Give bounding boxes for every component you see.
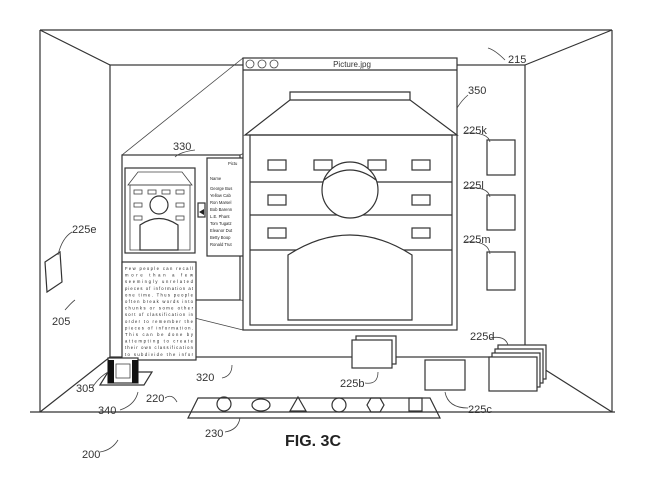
shape-tray[interactable] [187, 395, 441, 419]
text-line: often break words into [125, 299, 194, 304]
text-line: pieces of information at [125, 286, 194, 291]
label-225e: 225e [72, 224, 96, 236]
window-button-icon [257, 59, 267, 69]
item-225m[interactable] [486, 251, 516, 291]
octagon-shape [331, 397, 347, 413]
text-line: more than a few [125, 273, 194, 278]
text-line: chunks or some other [125, 306, 194, 311]
list-item[interactable]: Eleanor Dut [210, 228, 233, 233]
list-item[interactable]: Yellow Cab [210, 193, 231, 198]
hexagon-shape [366, 397, 385, 413]
window-button-icon [245, 59, 255, 69]
text-document[interactable] [121, 261, 197, 361]
label-305: 305 [76, 383, 94, 395]
list-item[interactable]: Tom Tugatz [210, 221, 232, 226]
list-item[interactable]: George Bus [210, 186, 232, 191]
window-button-icon [269, 59, 279, 69]
label-230: 230 [205, 428, 223, 440]
label-205: 205 [52, 316, 70, 328]
circle-shape [216, 396, 232, 412]
item-225k[interactable] [486, 139, 516, 176]
item-225l[interactable] [486, 194, 516, 231]
list-header: Pictu [228, 161, 238, 166]
label-340: 340 [98, 405, 116, 417]
list-item[interactable]: Bob Barenn [210, 207, 233, 212]
figure-title: FIG. 3C [285, 433, 341, 450]
text-line: pieces of information. [125, 325, 193, 330]
text-line: sort of classification in [125, 312, 194, 317]
list-item[interactable]: Ronald Trut [210, 242, 232, 247]
label-225k: 225k [463, 125, 487, 137]
label-225b: 225b [340, 378, 364, 390]
item-225b[interactable] [351, 335, 397, 369]
device-305[interactable] [98, 357, 154, 386]
triangle-shape [288, 395, 308, 412]
square-shape [408, 397, 423, 412]
label-225l: 225l [463, 180, 484, 192]
label-215: 215 [508, 54, 526, 66]
label-320: 320 [196, 372, 214, 384]
scroll-widget [197, 202, 206, 218]
label-330: 330 [173, 141, 191, 153]
room-3d-space [30, 29, 615, 413]
list-column: Name [210, 176, 222, 181]
list-item[interactable]: Ron Marsel [210, 200, 231, 205]
item-225e[interactable] [44, 250, 63, 294]
label-225c: 225c [468, 404, 492, 416]
text-line: their own classification [125, 345, 194, 350]
label-225d: 225d [470, 331, 494, 343]
ellipse-shape [251, 398, 271, 412]
label-200: 200 [82, 449, 100, 461]
list-item[interactable]: Betty Boop [210, 235, 231, 240]
text-line: order to remember the [125, 319, 194, 324]
item-225d-stack[interactable] [488, 344, 547, 392]
list-item[interactable]: L.E. Phant [210, 214, 230, 219]
window-title: Picture.jpg [333, 60, 371, 69]
label-350: 350 [468, 85, 486, 97]
label-225m: 225m [463, 234, 491, 246]
text-line: seemingly unrelated [125, 279, 194, 284]
picture-window[interactable]: Picture.jpg [242, 57, 459, 331]
item-225c[interactable] [424, 359, 466, 391]
label-220: 220 [146, 393, 164, 405]
